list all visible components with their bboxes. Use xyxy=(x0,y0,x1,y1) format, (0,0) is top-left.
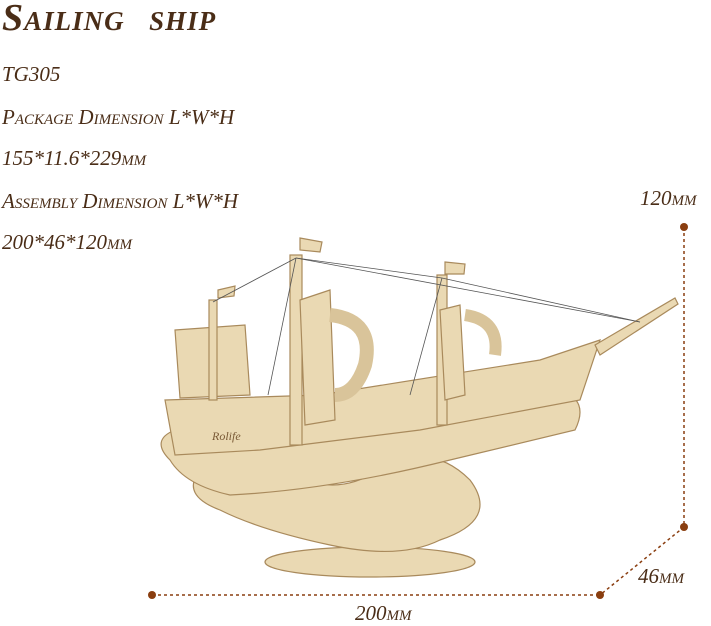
width-dimension: 46mm xyxy=(638,564,684,588)
height-dimension: 120mm xyxy=(640,186,697,210)
ship-model xyxy=(160,237,679,578)
package-dimension-label: Package Dimension L*W*H xyxy=(2,105,235,129)
length-dimension: 200mm xyxy=(355,601,412,625)
assembly-dimension-value: 200*46*120mm xyxy=(2,230,132,254)
model-number: TG305 xyxy=(2,62,61,86)
ship-brand-mark: Rolife xyxy=(211,429,241,443)
rigging-lines xyxy=(212,257,641,396)
dimension-dots xyxy=(148,223,688,599)
assembly-dimension-label: Assembly Dimension L*W*H xyxy=(2,189,239,213)
product-title: Sailing ship xyxy=(2,0,217,39)
package-dimension-value: 155*11.6*229mm xyxy=(2,146,147,170)
dimension-lines xyxy=(152,227,685,596)
